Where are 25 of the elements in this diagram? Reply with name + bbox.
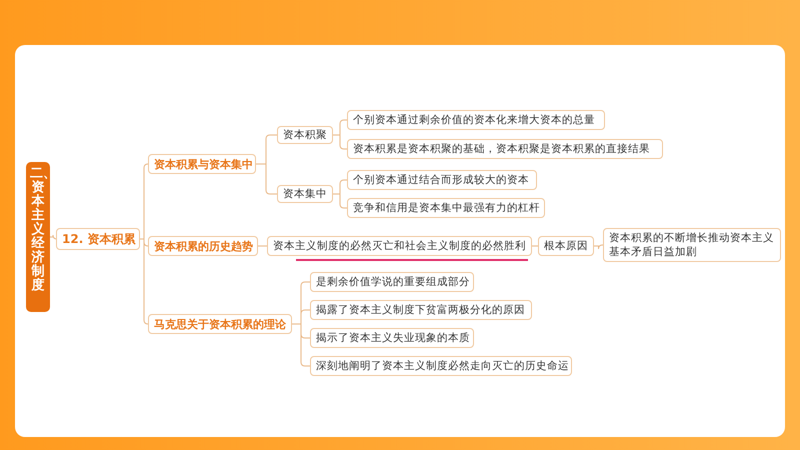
item-box: 揭示了资本主义失业现象的本质 [310,328,474,348]
connector [140,238,148,324]
connector [292,324,310,366]
connector [332,134,348,150]
connector [50,234,58,240]
item-box: 资本集中 [277,185,333,203]
item-box: 资本积聚 [277,126,333,144]
chapter-tab: 二、资本主义经济制度 [26,162,50,312]
item-box: 揭露了资本主义制度下贫富两极分化的原因 [310,300,532,320]
item-box: 资本积累的不断增长推动资本主义基本矛盾日益加剧 [603,228,781,262]
item-box: 深刻地阐明了资本主义制度必然走向灭亡的历史命运 [310,356,572,376]
item-box: 竞争和信用是资本集中最强有力的杠杆 [347,198,545,218]
topic-box: 12. 资本积累 [56,228,140,250]
branch-box: 资本积累与资本集中 [148,154,256,174]
item-box: 是剩余价值学说的重要组成部分 [310,272,474,292]
item-box: 资本主义制度的必然灭亡和社会主义制度的必然胜利 [267,236,532,256]
item-box: 个别资本通过剩余价值的资本化来增大资本的总量 [347,110,605,130]
branch-box: 马克思关于资本积累的理论 [148,314,292,334]
item-box: 资本积累是资本积聚的基础，资本积聚是资本积累的直接结果 [347,139,663,159]
connector [256,164,278,194]
connector [332,194,348,208]
branch-box: 资本积累的历史趋势 [148,236,258,256]
connector [594,244,604,250]
item-box: 个别资本通过结合而形成较大的资本 [347,170,537,190]
item-box: 根本原因 [538,236,594,256]
